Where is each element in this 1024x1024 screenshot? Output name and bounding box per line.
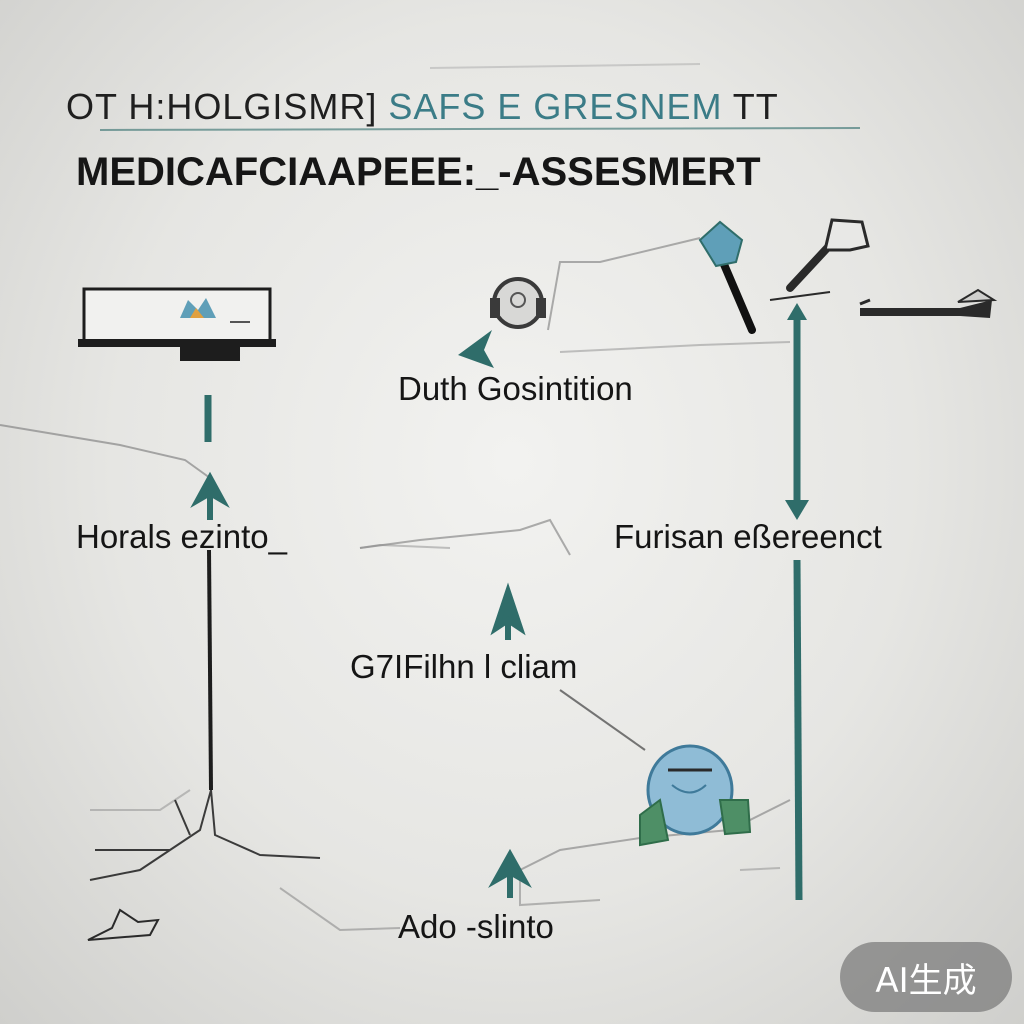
patient-figure-icon	[639, 744, 752, 847]
center-teal-arrow	[490, 582, 526, 640]
root-lines	[89, 789, 321, 881]
connector-center-left	[359, 543, 451, 549]
headset-icon	[490, 277, 546, 329]
connector-left-bottom	[90, 789, 191, 811]
monitor-icon	[78, 287, 276, 361]
scalpel-icon	[769, 218, 870, 301]
connector-mid-top	[547, 237, 701, 331]
right-teal-line-lower	[793, 559, 803, 901]
connector-bottom-right2	[739, 867, 781, 871]
connector-left-top	[0, 424, 211, 479]
bottom-teal-arrow	[488, 848, 532, 898]
header-faint-line	[429, 63, 701, 69]
syringe-icon	[859, 288, 998, 318]
node-center: G7IFilhn l cliam	[350, 648, 578, 685]
node-top-center: Duth Gosintition	[398, 370, 633, 407]
headset-teal-mark	[458, 330, 494, 368]
connector-bottom-mid	[519, 870, 601, 907]
header-line-1-part-1: OT H:HOLGISMR]	[66, 86, 389, 127]
right-teal-arrowhead-mid	[785, 500, 809, 520]
node-bottom: Ado -slinto	[398, 908, 554, 945]
node-right: Furisan eßereenct	[614, 518, 882, 555]
connector-mid	[559, 341, 791, 353]
right-teal-arrowhead-top	[787, 303, 807, 320]
header-line-1: OT H:HOLGISMR] SAFS E GRESNEM TT	[66, 86, 946, 128]
left-vertical-line	[207, 549, 213, 791]
connector-center	[359, 518, 571, 556]
ai-generated-badge: AI生成	[840, 942, 1012, 1012]
header-underline	[99, 127, 861, 131]
header-line-1-part-2: SAFS E GRESNEM	[388, 86, 723, 127]
medical-tool-icon	[698, 220, 756, 334]
left-teal-arrow	[190, 471, 230, 520]
connector-center-diag	[559, 689, 646, 751]
header-line-1-part-3: TT	[722, 86, 779, 127]
small-pen-icon	[87, 908, 160, 941]
connector-bottom-left	[279, 887, 401, 932]
diagram-title: MEDICAFCIAAPEEE:_-ASSESMERT	[76, 150, 761, 194]
node-left: Horals ezinto_	[76, 518, 287, 555]
